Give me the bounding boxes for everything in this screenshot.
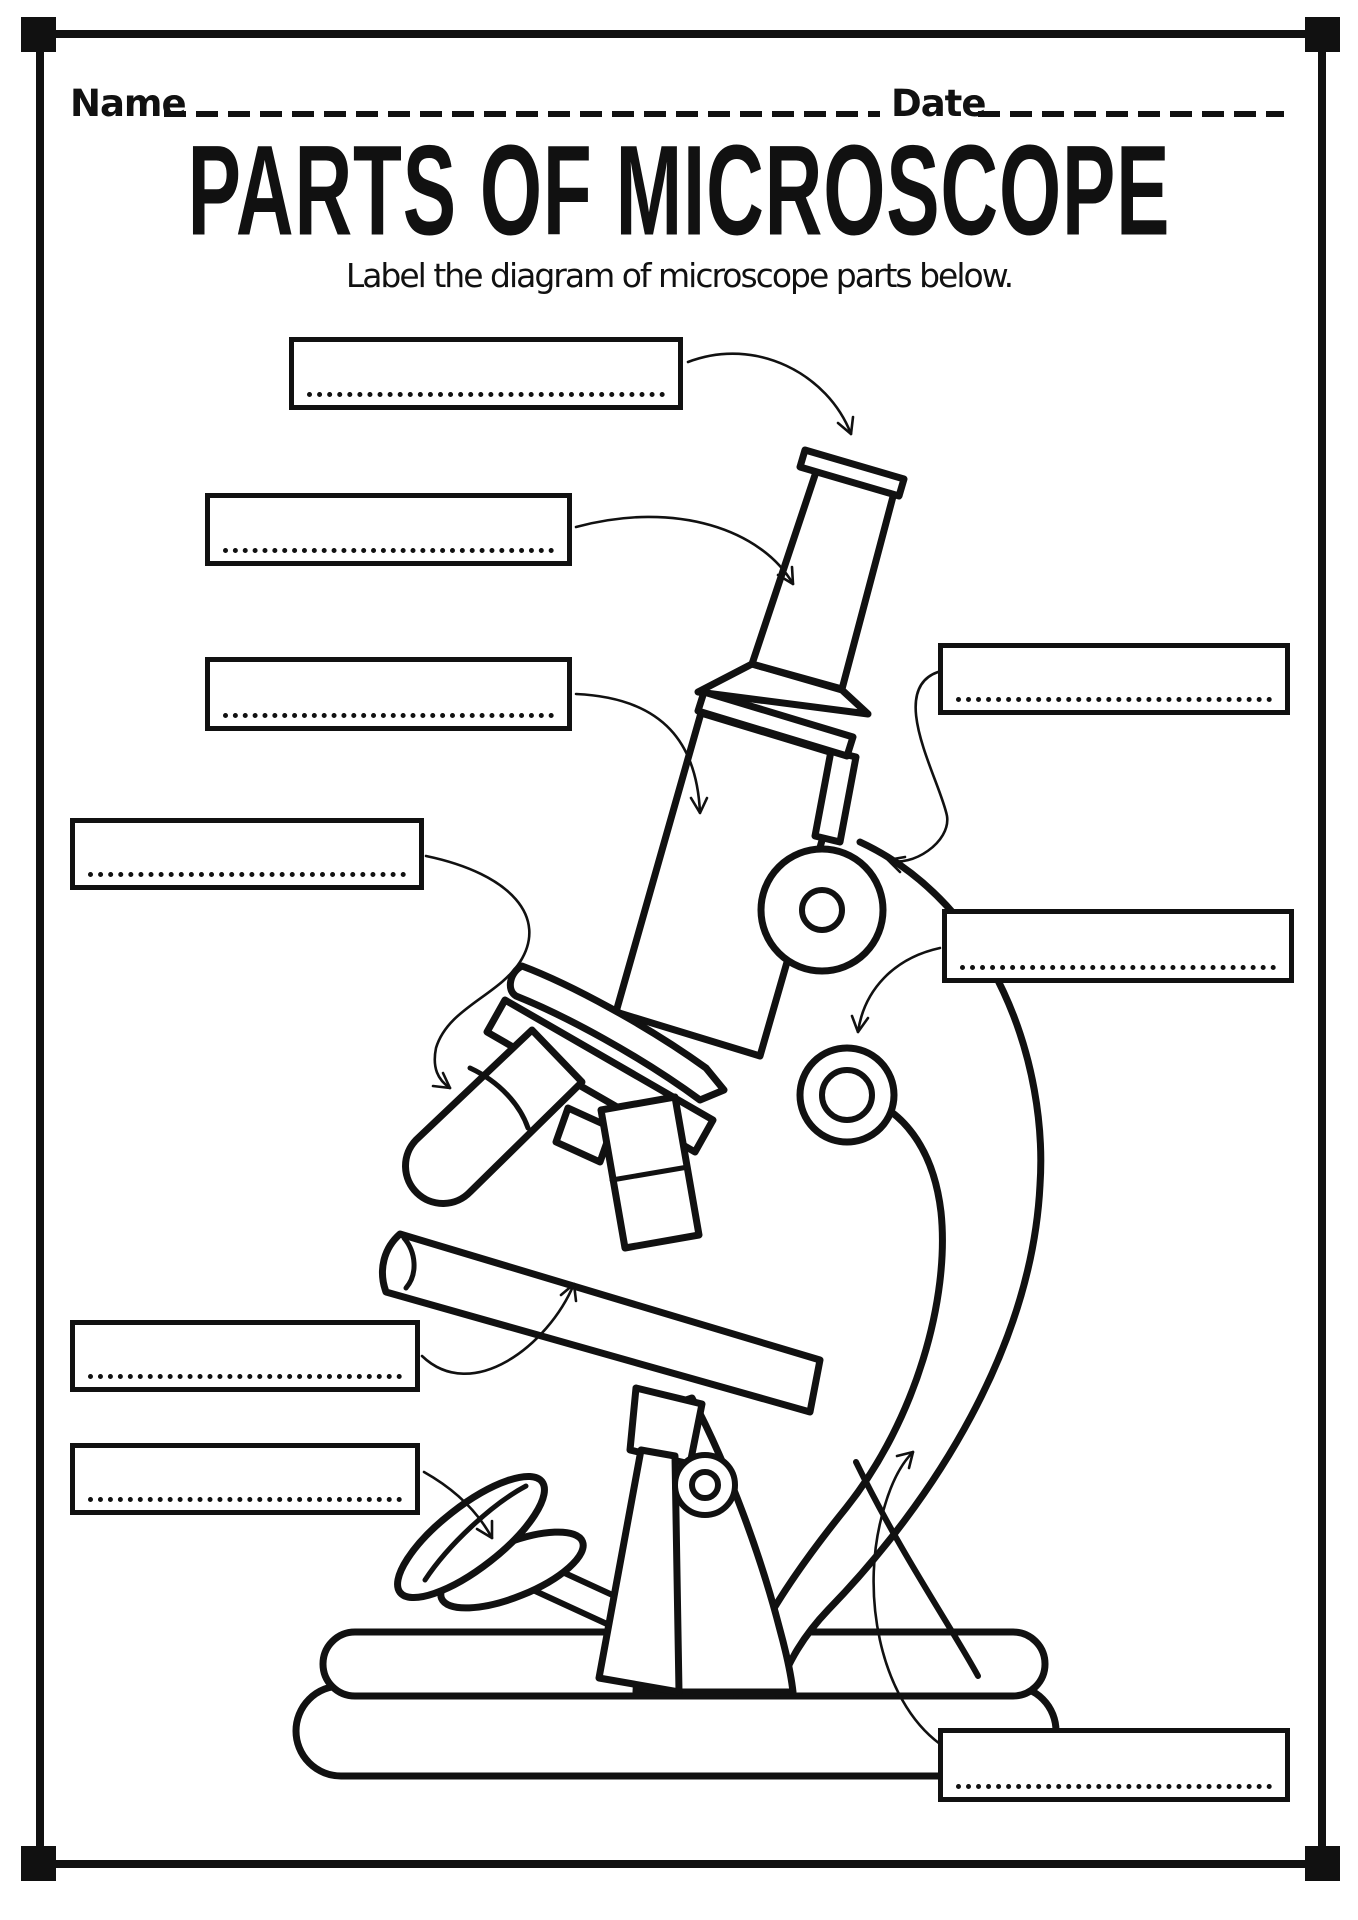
eyepiece — [694, 446, 908, 760]
eyepiece-cap — [796, 446, 908, 500]
answer-box-2[interactable] — [205, 493, 572, 566]
answer-box-9-dotted-line — [956, 1784, 1272, 1789]
frame-corner-top-right — [1305, 17, 1340, 52]
answer-box-5[interactable] — [938, 643, 1290, 715]
name-label: Name — [70, 82, 187, 125]
page-border — [21, 17, 1340, 1881]
answer-box-6[interactable] — [942, 909, 1294, 983]
answer-box-1[interactable] — [289, 337, 683, 410]
date-label: Date — [891, 82, 986, 125]
instruction-text: Label the diagram of microscope parts be… — [345, 256, 1014, 295]
answer-box-2-dotted-line — [223, 548, 554, 553]
tube-collar — [694, 688, 857, 760]
callout-arrow-4 — [424, 854, 531, 1090]
answer-box-3[interactable] — [205, 657, 572, 731]
mirror — [394, 1472, 635, 1633]
callout-arrows — [420, 352, 949, 1746]
answer-box-8-dotted-line — [88, 1497, 402, 1502]
answer-box-5-dotted-line — [956, 697, 1272, 702]
microscope-figure — [292, 446, 1060, 1780]
name-input-line[interactable] — [164, 111, 880, 117]
answer-box-6-dotted-line — [960, 965, 1276, 970]
answer-box-3-dotted-line — [223, 713, 554, 718]
answer-box-7[interactable] — [70, 1320, 420, 1392]
page-title: PARTS OF MICROSCOPE — [187, 119, 1171, 263]
date-input-line[interactable] — [978, 111, 1284, 117]
frame-corner-bottom-right — [1305, 1846, 1340, 1881]
objective-lenses — [402, 1026, 703, 1252]
answer-box-1-dotted-line — [307, 392, 665, 397]
callout-arrow-3 — [574, 692, 709, 815]
answer-box-9[interactable] — [938, 1728, 1290, 1802]
callout-arrow-2 — [574, 515, 795, 586]
microscope-pillar — [595, 1384, 738, 1696]
callout-arrow-7 — [420, 1282, 578, 1376]
callout-arrow-5 — [886, 670, 949, 874]
frame-corner-bottom-left — [21, 1846, 56, 1881]
eyepiece-tube — [748, 462, 899, 693]
callout-arrow-8 — [422, 1470, 494, 1540]
callout-arrow-1 — [686, 352, 855, 436]
fine-adjustment-knob — [796, 1044, 898, 1146]
objective-lens-left — [402, 1026, 586, 1207]
answer-box-4[interactable] — [70, 818, 424, 890]
frame-corner-top-left — [21, 17, 56, 52]
answer-box-7-dotted-line — [88, 1374, 402, 1379]
stage — [379, 1230, 824, 1416]
callout-arrow-9 — [872, 1450, 942, 1746]
callout-arrow-6 — [850, 946, 942, 1034]
answer-box-8[interactable] — [70, 1443, 420, 1515]
coarse-adjustment-knob — [757, 845, 887, 975]
answer-box-4-dotted-line — [88, 872, 406, 877]
